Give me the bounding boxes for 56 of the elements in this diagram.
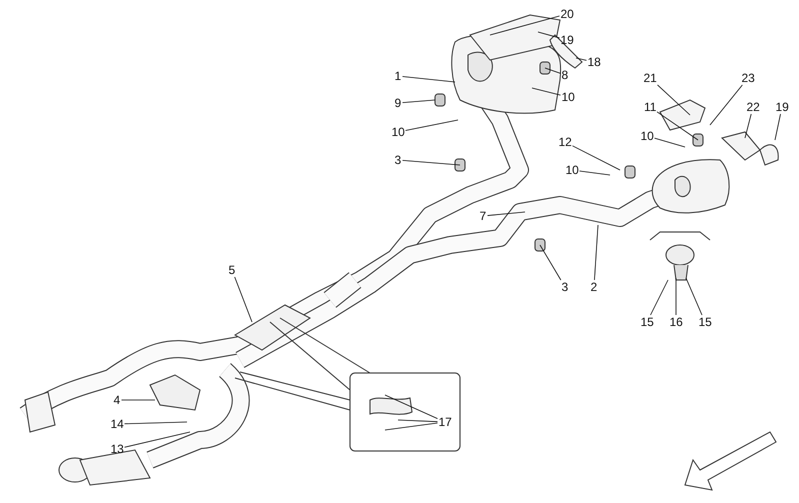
callout-number: 14 — [110, 417, 124, 431]
leader-line — [540, 244, 562, 280]
callout-number: 21 — [644, 71, 657, 85]
callout-number: 3 — [394, 153, 402, 167]
leader-line — [384, 422, 438, 430]
leader-line — [487, 212, 526, 216]
leader-line — [686, 278, 702, 316]
callout-number: 4 — [114, 393, 120, 407]
callout-number: 22 — [746, 100, 760, 114]
callout-number: 17 — [438, 415, 452, 429]
callout-number: 10 — [640, 129, 654, 143]
leader-line — [579, 170, 610, 176]
callout-number: 10 — [392, 125, 405, 139]
callout-number: 15 — [640, 315, 654, 329]
leader-line — [124, 422, 188, 424]
leader-line — [234, 276, 252, 322]
callout-number: 12 — [558, 135, 572, 149]
leader-line — [656, 111, 698, 140]
leader-line — [710, 84, 743, 126]
leader-line — [744, 114, 752, 138]
callout-number: 15 — [698, 315, 712, 329]
leader-line — [657, 84, 690, 116]
callout-number: 2 — [590, 280, 598, 294]
callout-number: 20 — [560, 7, 574, 21]
leader-line — [594, 224, 598, 280]
leader-line — [576, 58, 587, 61]
callout-number: 1 — [394, 69, 402, 83]
callout-number: 19 — [776, 100, 789, 114]
leader-line — [402, 160, 460, 166]
leader-line — [398, 420, 438, 422]
callout-number: 11 — [644, 100, 656, 114]
callout-number: 3 — [562, 280, 568, 294]
leader-line — [402, 100, 436, 104]
callout-number: 7 — [480, 209, 486, 223]
callout-number: 13 — [110, 442, 124, 456]
callout-number: 8 — [562, 68, 568, 82]
callout-number: 5 — [228, 263, 236, 277]
leader-line — [544, 68, 561, 74]
leader-line — [405, 120, 458, 131]
leader-line — [384, 394, 438, 420]
leader-line — [490, 16, 560, 36]
leader-line — [650, 280, 668, 316]
leader-line — [532, 88, 561, 96]
callout-number: 10 — [566, 163, 579, 177]
leader-line — [654, 138, 686, 148]
callout-number: 9 — [394, 96, 402, 110]
callout-number: 18 — [588, 55, 601, 69]
callout-number: 19 — [560, 33, 574, 47]
leader-line — [402, 76, 456, 82]
callout-number: 23 — [742, 71, 755, 85]
callout-number: 10 — [562, 90, 575, 104]
leader-line — [124, 432, 190, 448]
callout-number: 16 — [670, 315, 683, 329]
leader-line — [538, 32, 560, 38]
leader-line — [572, 145, 620, 170]
leader-line — [774, 114, 781, 140]
